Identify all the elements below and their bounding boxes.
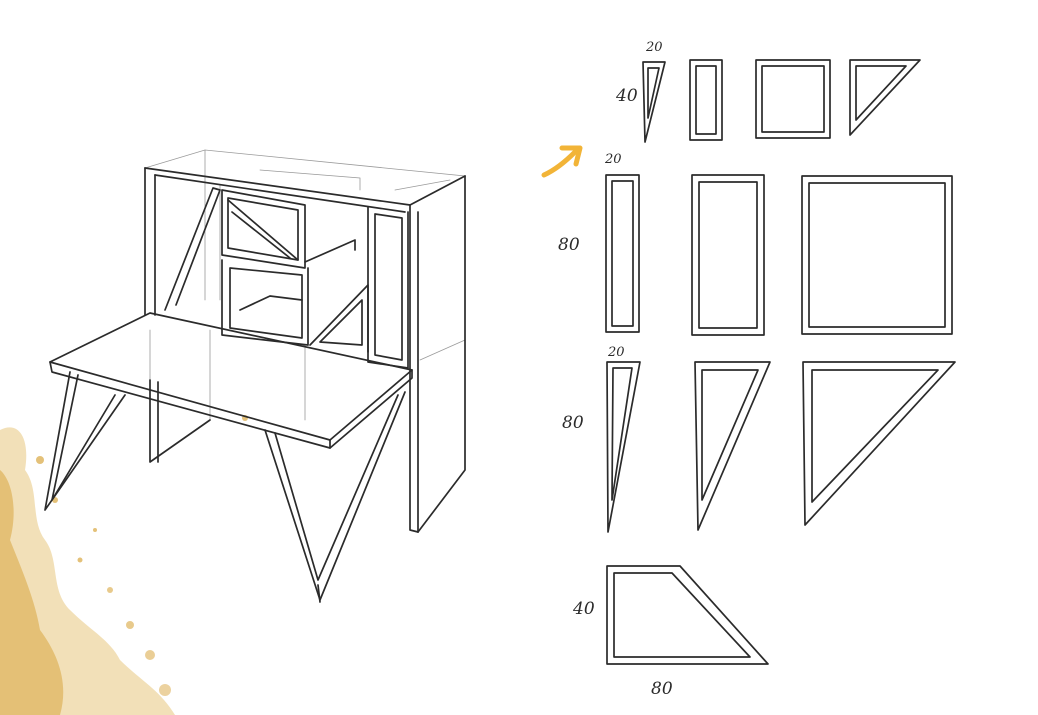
dim-height-small: 40 (615, 86, 638, 106)
panel-triangle-large (802, 361, 956, 526)
dim-height-mid: 80 (558, 235, 580, 255)
panel-thin-triangle-tall (606, 361, 641, 533)
dim-width-trapezoid: 80 (651, 679, 673, 699)
panel-row-2 (605, 174, 953, 336)
dim-height-trapezoid: 40 (572, 599, 595, 619)
desk-perspective-sketch (44, 149, 466, 603)
panel-square-large (801, 175, 953, 335)
panel-triangle-tall (694, 361, 771, 531)
panel-triangle-small (849, 59, 921, 136)
arrow-icon (541, 145, 583, 178)
dim-width-mid: 20 (604, 152, 622, 167)
panel-trapezoid (606, 565, 769, 665)
panel-rect-tall (691, 174, 765, 336)
panel-row-3 (606, 361, 956, 533)
dim-width-small: 20 (645, 40, 663, 55)
panel-thin-triangle-small (642, 61, 666, 143)
panel-square-small (755, 59, 831, 139)
dim-height-row3: 80 (562, 413, 584, 433)
panel-thin-rect-small (689, 59, 723, 141)
dim-width-row3: 20 (607, 345, 625, 360)
gold-splash (0, 415, 248, 715)
panel-thin-rect-tall (605, 174, 640, 333)
panel-row-1 (642, 59, 921, 143)
